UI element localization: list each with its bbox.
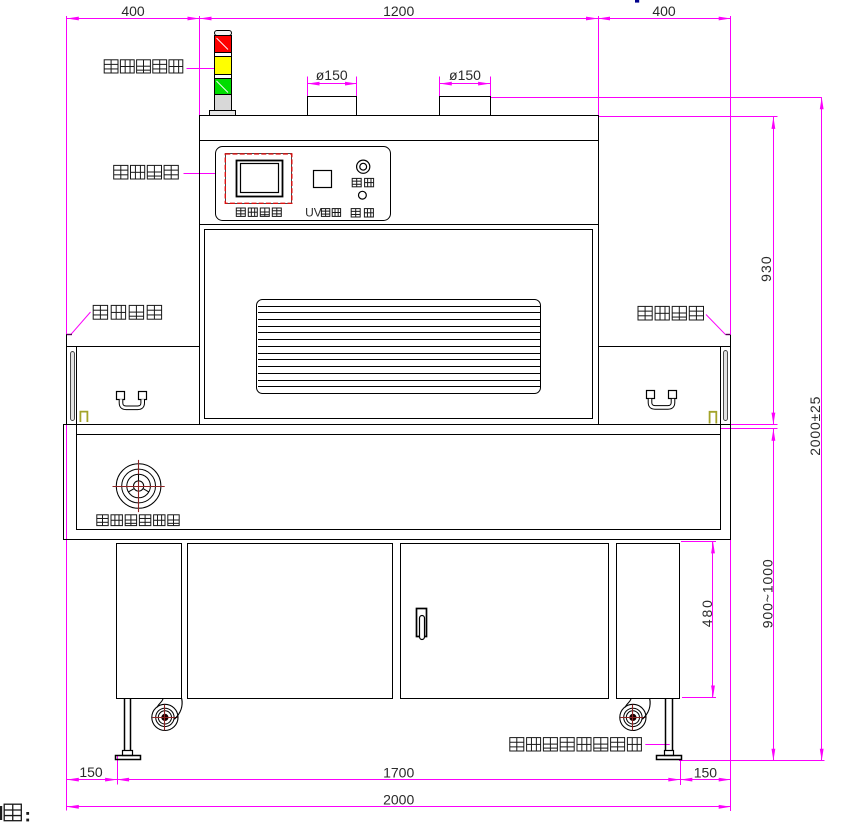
svg-text:900~1000: 900~1000: [760, 558, 776, 628]
svg-text:930: 930: [758, 255, 774, 282]
svg-text:2000±25: 2000±25: [807, 396, 823, 456]
svg-text:400: 400: [121, 3, 145, 19]
svg-text:UV: UV: [305, 206, 322, 220]
svg-text:400: 400: [652, 3, 676, 19]
svg-text:ø150: ø150: [449, 67, 481, 83]
svg-text:ø150: ø150: [316, 67, 348, 83]
svg-text:1700: 1700: [383, 764, 414, 780]
svg-text:150: 150: [79, 764, 103, 780]
svg-text:2000: 2000: [383, 792, 414, 808]
svg-text:150: 150: [694, 765, 718, 781]
svg-text:480: 480: [699, 598, 715, 627]
svg-text:1200: 1200: [383, 3, 414, 19]
